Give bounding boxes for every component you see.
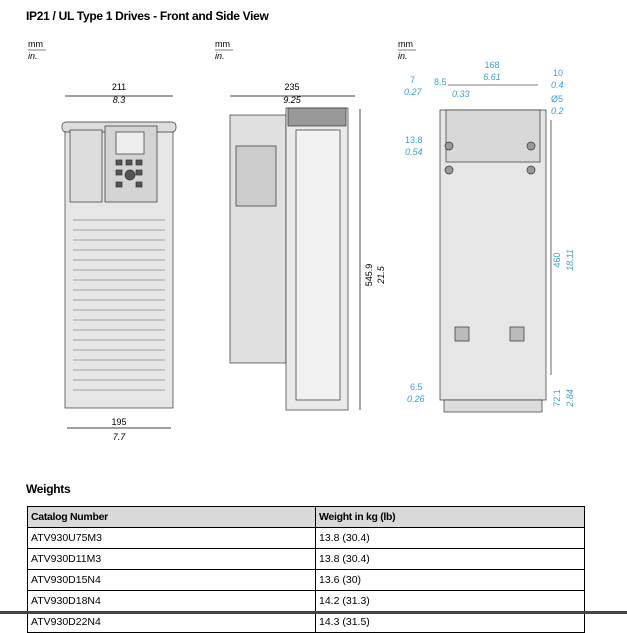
svg-text:Ø5: Ø5	[551, 94, 563, 104]
side-view	[229, 95, 361, 411]
table-header-row: Catalog Number Weight in kg (lb)	[27, 506, 585, 528]
weight: 14.3 (31.5)	[315, 611, 585, 633]
svg-text:0.33: 0.33	[452, 89, 470, 99]
units-legend-side: mm in.	[215, 39, 233, 61]
svg-text:21.5: 21.5	[376, 265, 386, 285]
svg-text:211: 211	[112, 82, 126, 92]
svg-text:195: 195	[111, 417, 126, 427]
svg-text:in.: in.	[215, 51, 225, 61]
svg-text:mm: mm	[215, 39, 230, 49]
rear-dimensions: 168 6.61 7 0.27 8.5 0.33 10 0.4 Ø5 0.2 13.8 0…	[404, 60, 575, 408]
catalog-number: ATV930U75M3	[27, 527, 316, 549]
units-legend-rear: mm in.	[398, 39, 416, 61]
svg-text:0.26: 0.26	[407, 394, 425, 404]
column-header: Weight in kg (lb)	[315, 506, 585, 528]
bottom-edge	[0, 611, 627, 614]
column-header: Catalog Number	[27, 506, 316, 528]
rear-view	[439, 109, 547, 413]
svg-text:7.7: 7.7	[113, 432, 127, 442]
svg-text:mm: mm	[398, 39, 413, 49]
svg-text:in.: in.	[28, 51, 38, 61]
catalog-number: ATV930D11M3	[27, 548, 316, 570]
svg-text:0.2: 0.2	[551, 106, 564, 116]
svg-text:9.25: 9.25	[283, 95, 302, 105]
svg-text:2.84: 2.84	[565, 389, 575, 408]
svg-text:6.61: 6.61	[483, 72, 501, 82]
dimension-drawings: mm in. mm in. mm in. 211 8.3 195 7.7 235 9.…	[28, 39, 575, 442]
front-view	[61, 95, 177, 429]
page-title: IP21 / UL Type 1 Drives - Front and Side…	[26, 9, 269, 23]
svg-text:8.5: 8.5	[434, 77, 447, 87]
svg-text:460: 460	[552, 252, 562, 267]
svg-text:10: 10	[553, 68, 563, 78]
weight: 13.6 (30)	[315, 569, 585, 591]
weights-heading: Weights	[26, 482, 71, 496]
weight: 13.8 (30.4)	[315, 527, 585, 549]
svg-text:6.5: 6.5	[410, 382, 423, 392]
svg-text:7: 7	[410, 75, 415, 85]
svg-text:72.1: 72.1	[552, 389, 562, 407]
svg-text:18.11: 18.11	[565, 249, 575, 271]
weight: 13.8 (30.4)	[315, 548, 585, 570]
units-legend-front: mm in.	[28, 39, 46, 61]
svg-text:13.8: 13.8	[405, 135, 423, 145]
svg-text:0.27: 0.27	[404, 87, 423, 97]
svg-text:0.54: 0.54	[405, 147, 423, 157]
svg-text:mm: mm	[28, 39, 43, 49]
catalog-number: ATV930D22N4	[27, 611, 316, 633]
svg-text:168: 168	[484, 60, 499, 70]
svg-text:0.4: 0.4	[551, 80, 564, 90]
svg-text:235: 235	[284, 82, 299, 92]
weight: 14.2 (31.3)	[315, 590, 585, 612]
catalog-number: ATV930D15N4	[27, 569, 316, 591]
catalog-number: ATV930D18N4	[27, 590, 316, 612]
svg-text:8.3: 8.3	[113, 95, 126, 105]
svg-text:545.9: 545.9	[364, 264, 374, 287]
svg-text:in.: in.	[398, 51, 408, 61]
